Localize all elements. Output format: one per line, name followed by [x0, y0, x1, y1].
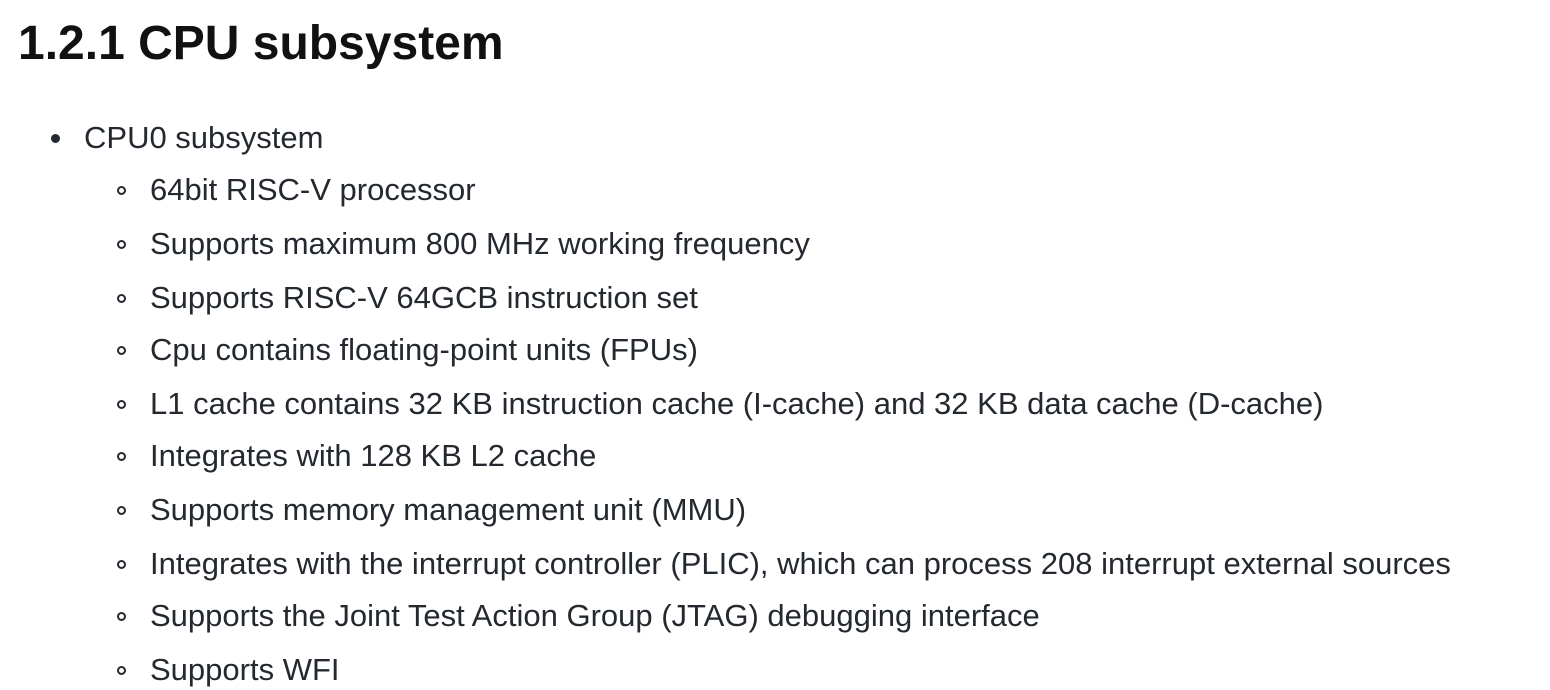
sub-list-item-label: L1 cache contains 32 KB instruction cach…: [150, 386, 1324, 421]
sub-list-item-label: Supports maximum 800 MHz working frequen…: [150, 226, 810, 261]
circle-bullet-icon: [117, 560, 126, 569]
section-heading: 1.2.1 CPU subsystem: [18, 17, 504, 70]
sub-list-item-label: Integrates with 128 KB L2 cache: [150, 438, 597, 473]
sub-list-item-label: Supports WFI: [150, 652, 340, 687]
circle-bullet-icon: [117, 294, 126, 303]
circle-bullet-icon: [117, 186, 126, 195]
sub-list-item-label: Cpu contains floating-point units (FPUs): [150, 332, 698, 367]
sub-list-item-label: 64bit RISC-V processor: [150, 172, 476, 207]
circle-bullet-icon: [117, 666, 126, 675]
circle-bullet-icon: [117, 240, 126, 249]
list-item-label: CPU0 subsystem: [84, 120, 324, 155]
sub-list-item-label: Integrates with the interrupt controller…: [150, 546, 1451, 581]
circle-bullet-icon: [117, 400, 126, 409]
sub-list-item-label: Supports memory management unit (MMU): [150, 492, 747, 527]
circle-bullet-icon: [117, 612, 126, 621]
sub-list-item-label: Supports RISC-V 64GCB instruction set: [150, 280, 698, 315]
circle-bullet-icon: [117, 452, 126, 461]
circle-bullet-icon: [117, 346, 126, 355]
disc-bullet-icon: [51, 134, 60, 143]
sub-list-item-label: Supports the Joint Test Action Group (JT…: [150, 598, 1040, 633]
circle-bullet-icon: [117, 506, 126, 515]
